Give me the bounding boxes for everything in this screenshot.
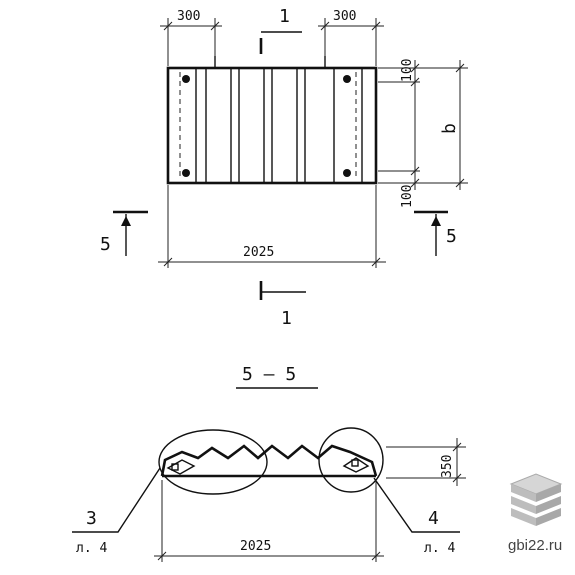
- dim-300-right: 300: [333, 9, 356, 24]
- callout-leader-right: [373, 477, 460, 533]
- callout-sheet-right: л. 4: [424, 541, 455, 556]
- dim-2025-plan: 2025: [243, 245, 274, 260]
- section-dim-2025: 2025: [240, 539, 271, 554]
- lifting-loops: [182, 56, 351, 177]
- section-mark-bottom: 1: [259, 281, 306, 329]
- side-mark-label-left: 5: [100, 234, 111, 255]
- section-dim-width: 2025: [154, 480, 384, 562]
- side-mark-right: 5: [414, 210, 457, 256]
- section-dim-350: 350: [440, 455, 455, 478]
- dim-100-top: 100: [400, 59, 415, 82]
- section-slab-profile: [160, 444, 378, 477]
- callout-leader-left: [72, 467, 161, 533]
- section-mark-label-top: 1: [279, 6, 290, 27]
- dim-100-bottom: 100: [400, 185, 415, 208]
- section-mark-top: 1: [259, 6, 302, 54]
- section-insert-right: [351, 459, 359, 467]
- section-title: 5 — 5: [242, 364, 296, 385]
- section-view: 5 — 5 3 л. 4 4 л. 4 350: [72, 364, 466, 562]
- dim-bottom: 2025: [158, 185, 386, 268]
- dim-top-left: 300: [160, 9, 222, 66]
- side-mark-left: 5: [100, 210, 148, 256]
- section-mark-label-bottom: 1: [281, 308, 292, 329]
- section-dim-height: 350: [386, 438, 466, 486]
- dim-b: b: [439, 123, 460, 134]
- dim-300-left: 300: [177, 9, 200, 24]
- side-mark-label-right: 5: [446, 226, 457, 247]
- callout-number-right: 4: [428, 508, 439, 529]
- dim-right: 100 100 b: [378, 59, 468, 208]
- callout-circle-right: [318, 427, 384, 493]
- callout-sheet-left: л. 4: [76, 541, 107, 556]
- watermark: gbi22.ru: [508, 473, 563, 554]
- slab-ribs: [195, 68, 363, 183]
- watermark-text: gbi22.ru: [508, 537, 562, 554]
- watermark-logo-icon: [509, 473, 563, 526]
- callout-number-left: 3: [86, 508, 97, 529]
- section-insert-left: [171, 463, 179, 471]
- section-notch-left: [166, 459, 196, 475]
- callout-ellipse-left: [158, 429, 268, 495]
- dim-top-right: 300: [318, 9, 384, 66]
- plan-view: 300 300 1: [100, 6, 468, 329]
